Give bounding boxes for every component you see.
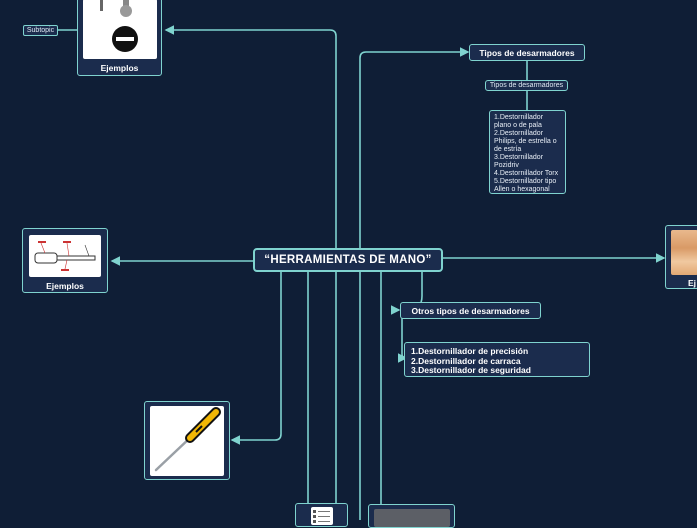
screwdriver-diagram-image [29,235,101,277]
list-item: 2.Destornillador Philips, de estrella o … [494,130,557,153]
list-item: 4.Destornillador Torx [494,170,559,177]
top-left-example-card[interactable]: Ejemplos [77,0,162,76]
topic-otros-title: Otros tipos de desarmadores [411,305,530,316]
otros-list-box[interactable]: 1.Destornillador de precisión 2.Destorni… [404,342,590,377]
left-example-card[interactable]: Ejemplos [22,228,108,293]
screwdriver-image-card[interactable] [144,401,230,480]
topic-otros-desarmadores[interactable]: Otros tipos de desarmadores [400,302,541,319]
connector-root-to-tipos [359,47,470,248]
screwdriver-diagram-icon [34,241,96,271]
connector-root-to-top-left-card [164,25,337,248]
list-item: 3.Destornillador de seguridad [411,365,531,375]
tipos-sub-label-text: Tipos de desarmadores [489,82,564,89]
topic-tipos-desarmadores[interactable]: Tipos de desarmadores [469,44,585,61]
root-topic[interactable]: “HERRAMIENTAS DE MANO” [253,248,443,272]
bottom-card-1[interactable] [295,503,348,527]
right-card-caption: Ej [688,278,697,288]
tipos-list-box[interactable]: 1.Destornillador plano o de pala 2.Desto… [489,110,566,194]
list-item: 3.Destornillador Pozidriv [494,154,544,169]
subtopic-tag[interactable]: Subtopic [23,25,58,36]
subtopic-tag-label: Subtopic [26,27,55,34]
list-item: 1.Destornillador de precisión [411,346,529,356]
wood-image [671,230,697,275]
list-item: 2.Destornillador de carraca [411,355,521,366]
bottom-card-1-image [311,507,333,525]
tipos-sub-label[interactable]: Tipos de desarmadores [485,80,568,91]
screwdriver-photo [150,406,224,476]
root-topic-title: “HERRAMIENTAS DE MANO” [264,254,432,266]
connector-root-to-screwdriver [230,272,282,445]
list-item: 5.Destornillador tipo Allen o hexagonal [494,178,557,193]
screw-head-icon [100,0,138,52]
left-card-caption: Ejemplos [46,281,84,291]
screw-head-image [83,0,157,59]
screwdriver-icon [154,407,221,472]
right-example-card[interactable]: Ej [665,225,697,289]
list-item: 1.Destornillador plano o de pala [494,114,544,129]
top-left-card-caption: Ejemplos [100,63,139,73]
bottom-card-2-image [374,509,450,527]
topic-tipos-title: Tipos de desarmadores [479,47,575,58]
bottom-card-2[interactable] [368,504,455,528]
document-icon [313,510,330,523]
